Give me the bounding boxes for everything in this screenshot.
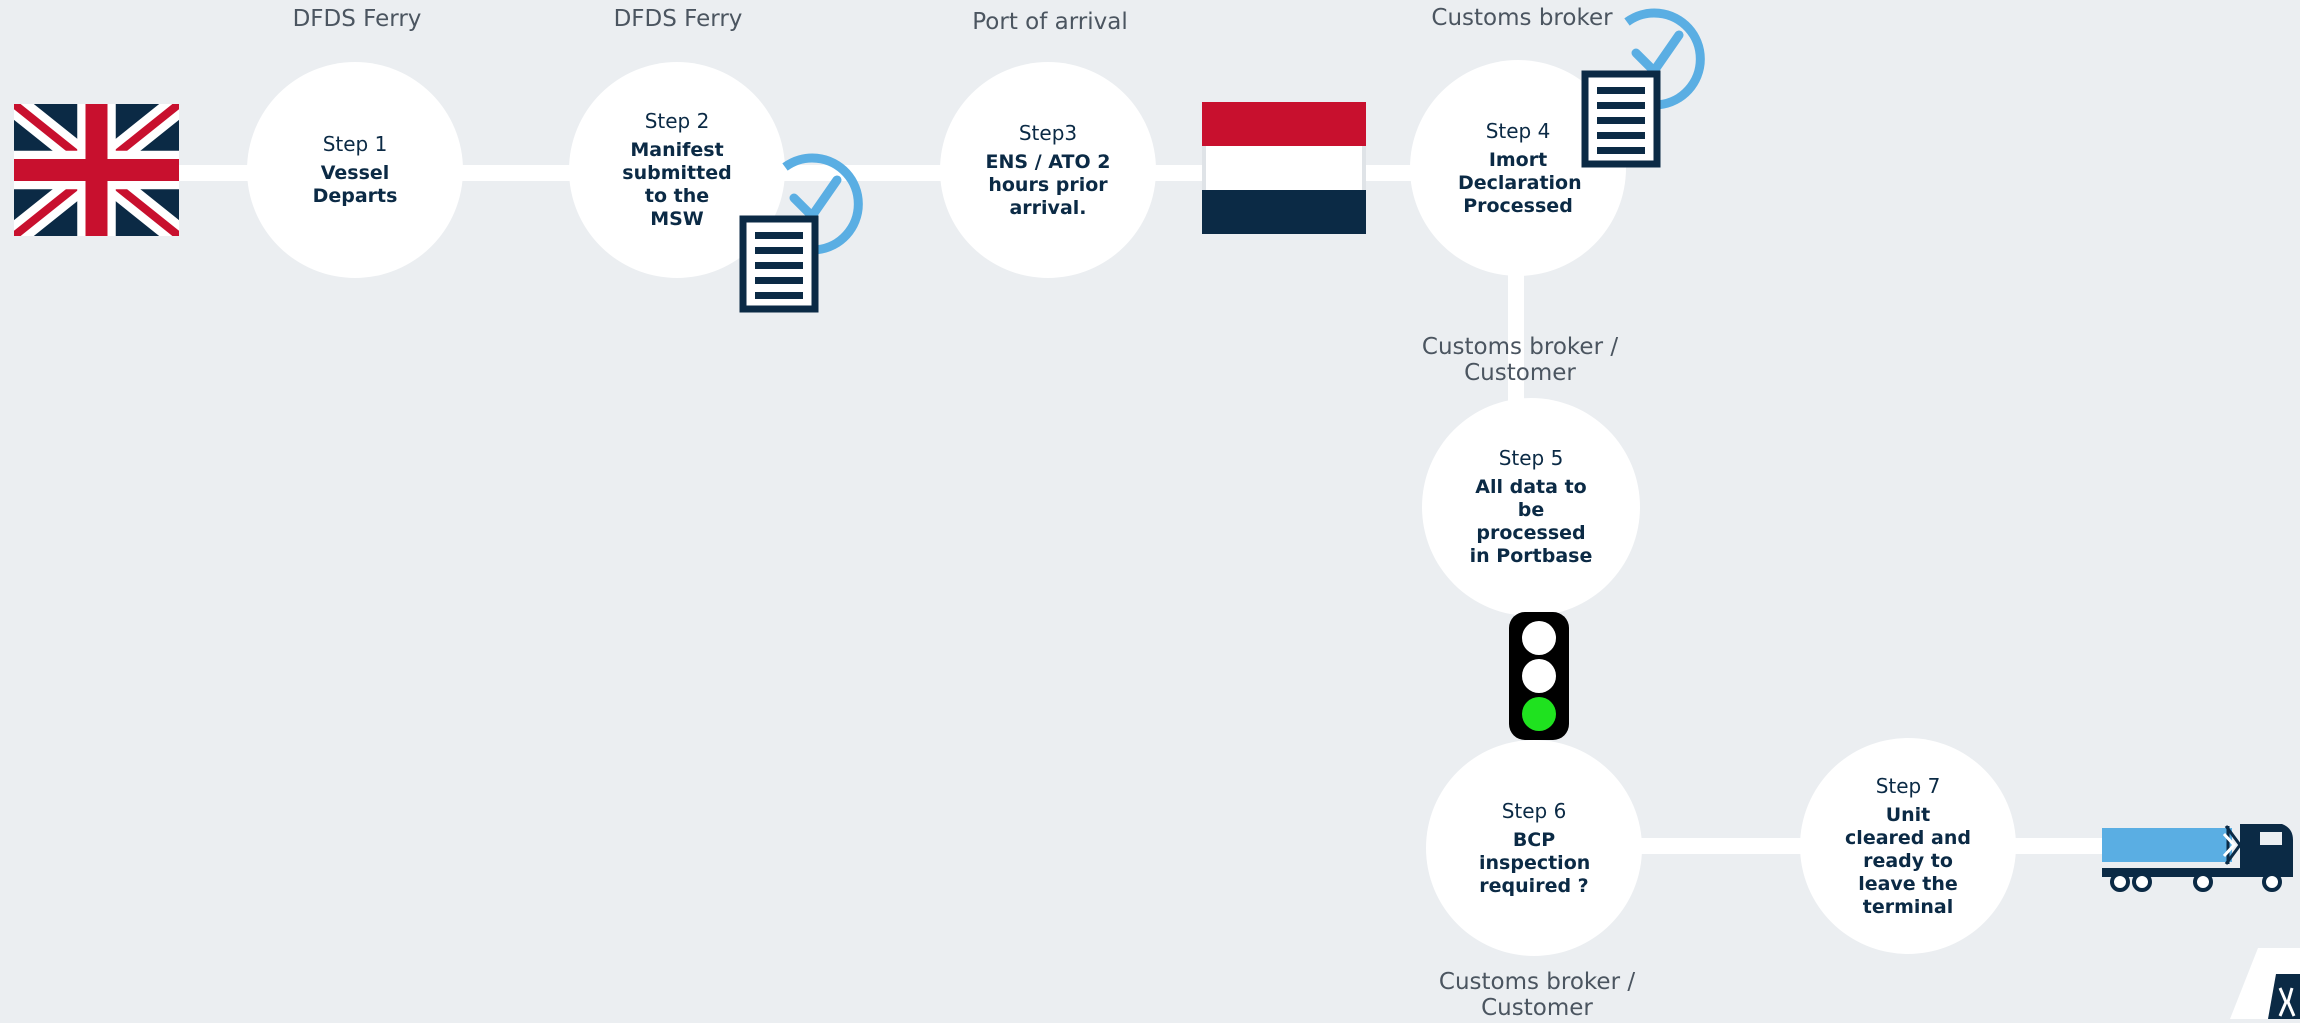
step-number: Step 5 bbox=[1498, 446, 1564, 470]
traffic-light-icon bbox=[1508, 611, 1570, 741]
document-check-icon bbox=[738, 150, 888, 315]
step-description: Unit cleared and ready to leave the term… bbox=[1845, 803, 1971, 918]
step-number: Step 2 bbox=[644, 109, 710, 133]
uk-flag-icon bbox=[6, 94, 187, 246]
role-label-step5: Customs broker / Customer bbox=[1421, 334, 1619, 386]
role-label-step4: Customs broker bbox=[1431, 5, 1613, 31]
step-number: Step 4 bbox=[1485, 118, 1551, 143]
step-7-circle: Step 7 Unit cleared and ready to leave t… bbox=[1800, 738, 2016, 954]
document-check-icon bbox=[1580, 5, 1730, 170]
road-vertical bbox=[1508, 265, 1524, 425]
step-description: Imort Declaration Processed bbox=[1458, 148, 1582, 217]
step-description: All data to be processed in Portbase bbox=[1469, 476, 1593, 567]
step-number: Step 6 bbox=[1501, 798, 1567, 823]
step-description: ENS / ATO 2 hours prior arrival. bbox=[985, 150, 1111, 219]
step-description: Vessel Departs bbox=[312, 162, 398, 207]
step-description: BCP inspection required ? bbox=[1479, 828, 1591, 897]
step-3-circle: Step3 ENS / ATO 2 hours prior arrival. bbox=[940, 62, 1156, 278]
dfds-logo-icon bbox=[2230, 948, 2300, 1019]
role-label-step2: DFDS Ferry bbox=[613, 6, 743, 32]
step-5-circle: Step 5 All data to be processed in Portb… bbox=[1422, 398, 1640, 616]
step-4-circle: Step 4 Imort Declaration Processed bbox=[1410, 60, 1626, 276]
truck-icon bbox=[2100, 818, 2295, 896]
role-label-step1: DFDS Ferry bbox=[292, 6, 422, 32]
step-number: Step 1 bbox=[322, 132, 388, 156]
step-number: Step 7 bbox=[1875, 773, 1941, 798]
step-6-circle: Step 6 BCP inspection required ? bbox=[1426, 740, 1642, 956]
netherlands-flag-icon bbox=[1202, 102, 1366, 234]
step-description: Manifest submitted to the MSW bbox=[622, 139, 732, 230]
role-label-step6: Customs broker / Customer bbox=[1438, 969, 1636, 1021]
role-label-step3: Port of arrival bbox=[972, 9, 1128, 35]
step-1-circle: Step 1 Vessel Departs bbox=[247, 62, 463, 278]
step-number: Step3 bbox=[1018, 120, 1078, 145]
